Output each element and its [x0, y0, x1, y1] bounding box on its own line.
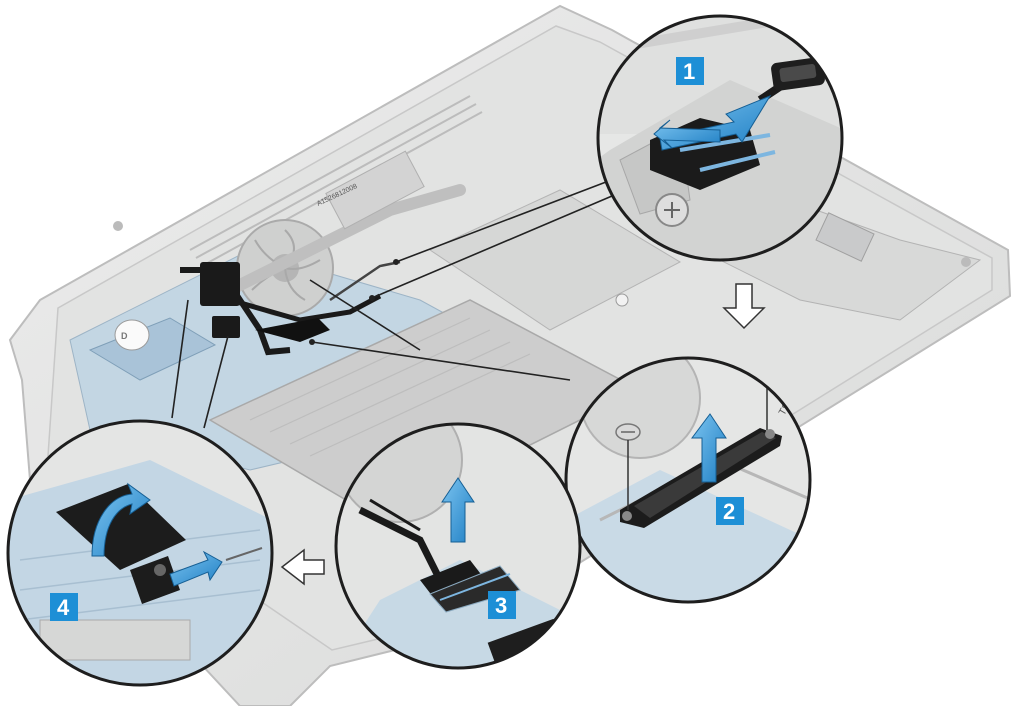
- svg-text:D: D: [121, 331, 128, 341]
- curved-arrow-icon: [91, 482, 151, 557]
- heatsink-plate: [325, 150, 425, 230]
- step-number-4: 4: [57, 595, 70, 620]
- callout-step-2: TS 2: [564, 356, 812, 604]
- leader-lines: [171, 181, 613, 429]
- step-badge-4: [50, 593, 78, 621]
- step-badge-2: [716, 497, 744, 525]
- dell-logo: D: [114, 319, 150, 351]
- heat-pipe: [204, 184, 466, 306]
- arrow-left-icon: [653, 119, 721, 149]
- step-number-3: 3: [495, 593, 507, 618]
- antenna-cable-assembly: [180, 262, 382, 356]
- screw-icon: [615, 423, 641, 510]
- step-number-1: 1: [683, 59, 695, 84]
- step-badge-3: [488, 591, 516, 619]
- arrow-right-icon: [169, 550, 223, 587]
- flow-arrow-left: [280, 548, 325, 586]
- step-number-2: 2: [723, 499, 735, 524]
- arrow-up-icon: [441, 477, 475, 543]
- callout-step-1: 1: [596, 14, 844, 262]
- step-badge-1: [676, 57, 704, 85]
- arrow-up-icon: [691, 413, 727, 483]
- callout-step-3: 3: [334, 422, 582, 670]
- callout-step-4: 4: [6, 419, 274, 687]
- flow-arrow-down: [722, 283, 766, 330]
- tape-flap: [56, 484, 186, 570]
